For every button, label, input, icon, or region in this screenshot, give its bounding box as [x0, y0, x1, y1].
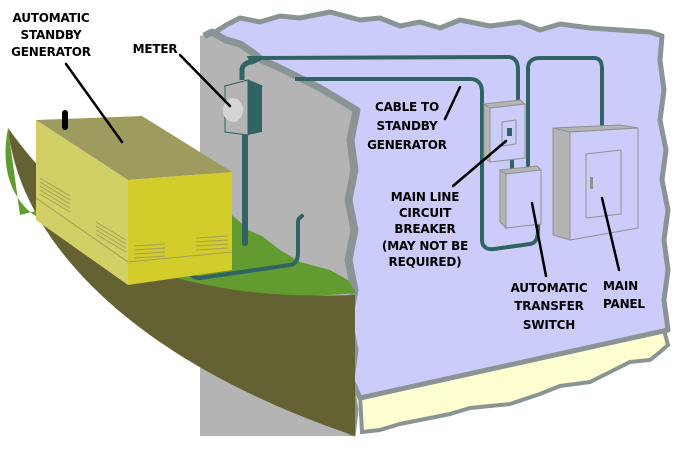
leader-transfer-switch	[530, 201, 548, 278]
generator	[35, 110, 233, 285]
label-cable-line-1: CABLE TO	[375, 100, 439, 114]
soil	[8, 128, 355, 436]
label-breaker: MAIN LINE CIRCUIT BREAKER (MAY NOT BE RE…	[382, 190, 468, 269]
meter	[223, 55, 264, 136]
label-cable: CABLE TO STANDBY GENERATOR	[367, 100, 447, 152]
label-generator: AUTOMATIC STANDBY GENERATOR	[11, 11, 91, 59]
main-line-circuit-breaker	[482, 99, 527, 163]
grass-tufts	[313, 268, 345, 291]
leader-meter	[178, 53, 232, 108]
label-transfer-switch-line-2: TRANSFER	[514, 299, 583, 313]
leader-generator	[64, 62, 124, 144]
panel-handle	[590, 177, 593, 189]
label-generator-line-1: AUTOMATIC	[12, 11, 89, 25]
cable-meter-to-breaker	[246, 54, 520, 100]
label-generator-line-2: STANDBY	[21, 28, 82, 42]
label-breaker-line-3: BREAKER	[394, 222, 455, 236]
leader-breaker	[451, 139, 508, 188]
floor	[357, 327, 671, 435]
label-breaker-line-4: (MAY NOT BE	[382, 239, 468, 253]
label-cable-line-3: GENERATOR	[367, 138, 447, 152]
label-transfer-switch-line-1: AUTOMATIC	[510, 281, 587, 295]
label-generator-line-3: GENERATOR	[11, 45, 91, 59]
label-breaker-line-1: MAIN LINE	[391, 190, 459, 204]
main-panel	[552, 124, 639, 241]
exhaust-pipe	[62, 110, 68, 130]
leader-main-panel	[600, 196, 621, 272]
label-transfer-switch: AUTOMATIC TRANSFER SWITCH	[510, 281, 588, 332]
label-meter: METER	[133, 42, 178, 56]
generator-top	[36, 116, 232, 180]
label-transfer-switch-line-3: SWITCH	[523, 318, 575, 332]
label-breaker-line-2: CIRCUIT	[399, 206, 452, 220]
label-main-panel-line-2: PANEL	[603, 297, 645, 311]
generator-vents	[39, 177, 229, 259]
label-main-panel: MAIN PANEL	[603, 279, 646, 311]
label-meter-line-1: METER	[133, 42, 178, 56]
label-cable-line-2: STANDBY	[377, 119, 438, 133]
leader-cable	[443, 85, 462, 121]
cable-to-standby-generator	[295, 77, 540, 252]
cable-switch-to-panel	[526, 56, 604, 168]
label-main-panel-line-1: MAIN	[603, 279, 638, 293]
generator-front	[128, 172, 232, 285]
breaker-switch	[507, 128, 512, 136]
automatic-transfer-switch	[498, 165, 543, 230]
label-breaker-line-5: REQUIRED)	[389, 255, 462, 269]
leader-lines	[64, 53, 621, 278]
generator-side	[36, 120, 128, 285]
